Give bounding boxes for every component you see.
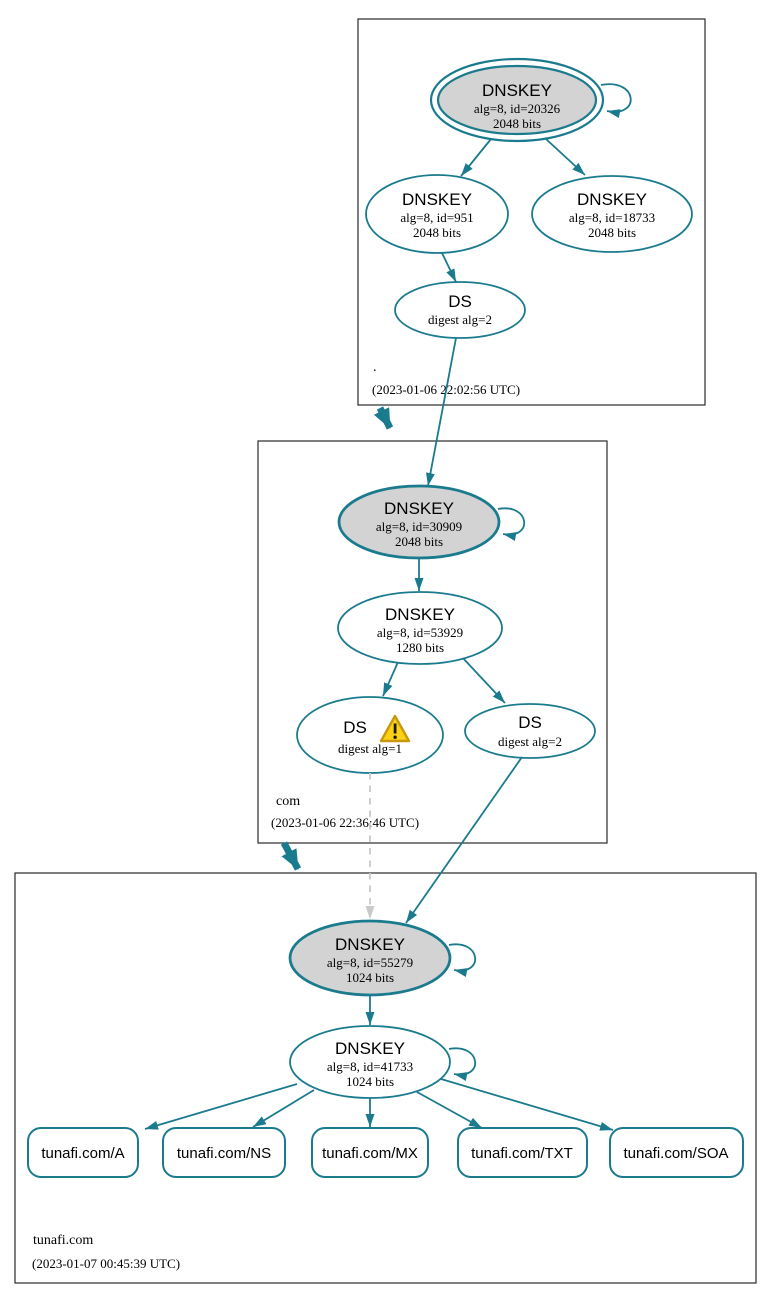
record-label: tunafi.com/NS	[177, 1145, 271, 1162]
edge-root-ds-to-com-ksk	[425, 337, 457, 487]
node-dnskey-41733[interactable]: DNSKEY alg=8, id=41733 1024 bits	[289, 1025, 451, 1099]
record-label: tunafi.com/MX	[322, 1145, 418, 1162]
zone-root: . (2023-01-06 22:02:56 UTC) DNSKEY alg=8…	[357, 18, 706, 406]
node-detail: digest alg=2	[428, 312, 492, 327]
edge-ksk-to-zsk-right	[545, 138, 586, 176]
edge-ksk-selfloop	[600, 83, 632, 119]
edge-zsk-to-ds2	[460, 655, 506, 704]
node-ds-root[interactable]: DS digest alg=2	[394, 281, 526, 339]
edge-zsk-to-a	[144, 1083, 298, 1130]
node-detail: alg=8, id=18733	[569, 210, 655, 225]
node-detail: 1024 bits	[346, 1074, 394, 1089]
record-box	[609, 1127, 744, 1178]
node-detail: alg=8, id=55279	[327, 955, 413, 970]
record-label: tunafi.com/TXT	[471, 1145, 573, 1162]
zone-label: tunafi.com	[33, 1233, 93, 1248]
node-detail: 1024 bits	[346, 970, 394, 985]
node-detail: 2048 bits	[588, 225, 636, 240]
record-box	[311, 1127, 429, 1178]
node-detail: alg=8, id=53929	[377, 625, 463, 640]
node-detail: digest alg=2	[498, 734, 562, 749]
node-title: DNSKEY	[577, 190, 647, 209]
zone-com: com (2023-01-06 22:36:46 UTC) DNSKEY alg…	[257, 440, 608, 844]
node-dnskey-53929[interactable]: DNSKEY alg=8, id=53929 1280 bits	[337, 591, 503, 665]
node-detail: 2048 bits	[493, 116, 541, 131]
record-label: tunafi.com/SOA	[623, 1145, 728, 1162]
node-ellipse	[337, 484, 501, 560]
node-dnskey-55279[interactable]: DNSKEY alg=8, id=55279 1024 bits	[288, 919, 452, 997]
node-ds-com-alg2[interactable]: DS digest alg=2	[464, 703, 596, 759]
node-dnskey-951[interactable]: DNSKEY alg=8, id=951 2048 bits	[365, 174, 509, 254]
zone-label: com	[276, 794, 300, 809]
node-rrset-a[interactable]: tunafi.com/A	[27, 1127, 139, 1178]
record-label: tunafi.com/A	[41, 1145, 124, 1162]
zone-timestamp: (2023-01-06 22:36:46 UTC)	[271, 815, 419, 830]
zone-com-box	[257, 440, 608, 844]
edge-zsk-to-txt	[416, 1091, 483, 1129]
node-detail: 1280 bits	[396, 640, 444, 655]
node-dnskey-30909[interactable]: DNSKEY alg=8, id=30909 2048 bits	[337, 484, 501, 560]
node-detail: alg=8, id=41733	[327, 1059, 413, 1074]
node-rrset-ns[interactable]: tunafi.com/NS	[162, 1127, 286, 1178]
edge-zsk-selfloop	[448, 1047, 477, 1081]
edge-delegation-root-to-com	[373, 406, 394, 430]
node-title: DS	[518, 713, 542, 732]
node-detail: 2048 bits	[413, 225, 461, 240]
node-detail: 2048 bits	[395, 534, 443, 549]
node-dnskey-20326[interactable]: DNSKEY alg=8, id=20326 2048 bits	[429, 57, 605, 143]
edge-ksk-selfloop	[497, 507, 526, 541]
edge-ksk-selfloop	[448, 943, 477, 977]
node-title: DNSKEY	[482, 81, 552, 100]
node-title: DNSKEY	[402, 190, 472, 209]
edge-delegation-com-to-tunafi	[280, 841, 302, 871]
record-box	[162, 1127, 286, 1178]
node-ellipse	[296, 696, 444, 774]
edge-com-ds2-to-tunafi-ksk	[405, 756, 523, 924]
edge-zsk-to-soa	[440, 1078, 614, 1131]
node-title: DNSKEY	[385, 605, 455, 624]
node-title: DNSKEY	[384, 499, 454, 518]
node-title: DNSKEY	[335, 935, 405, 954]
edge-ksk-to-zsk-left	[460, 138, 492, 177]
node-ellipse	[365, 174, 509, 254]
zone-root-box	[357, 18, 706, 406]
node-dnskey-18733[interactable]: DNSKEY alg=8, id=18733 2048 bits	[531, 175, 693, 253]
edge-zsk-to-ns	[252, 1089, 315, 1128]
node-ds-com-alg1[interactable]: DS digest alg=1	[296, 696, 444, 774]
node-detail: digest alg=1	[338, 741, 402, 756]
node-ellipse	[289, 1025, 451, 1099]
record-box	[457, 1127, 588, 1178]
edge-zsk-to-ds	[441, 252, 457, 283]
edge-zsk-to-ds1	[382, 661, 399, 697]
zone-tunafi-box	[14, 872, 757, 1284]
node-detail: alg=8, id=30909	[376, 519, 462, 534]
node-ellipse	[531, 175, 693, 253]
record-box	[27, 1127, 139, 1178]
node-ellipse	[337, 591, 503, 665]
node-detail: alg=8, id=951	[400, 210, 473, 225]
node-title: DNSKEY	[335, 1039, 405, 1058]
node-title: DS	[448, 292, 472, 311]
zone-tunafi: tunafi.com (2023-01-07 00:45:39 UTC) DNS…	[14, 872, 757, 1284]
node-title: DS	[343, 718, 367, 737]
node-ellipse	[288, 919, 452, 997]
node-detail: alg=8, id=20326	[474, 101, 561, 116]
node-rrset-txt[interactable]: tunafi.com/TXT	[457, 1127, 588, 1178]
warning-icon	[379, 714, 411, 743]
ksk-inner-ring	[436, 64, 598, 136]
node-rrset-soa[interactable]: tunafi.com/SOA	[609, 1127, 744, 1178]
zone-label: .	[373, 360, 377, 375]
node-rrset-mx[interactable]: tunafi.com/MX	[311, 1127, 429, 1178]
cross-zone-edges	[280, 337, 523, 924]
node-ellipse	[394, 281, 526, 339]
node-ellipse	[464, 703, 596, 759]
zone-timestamp: (2023-01-07 00:45:39 UTC)	[32, 1256, 180, 1271]
